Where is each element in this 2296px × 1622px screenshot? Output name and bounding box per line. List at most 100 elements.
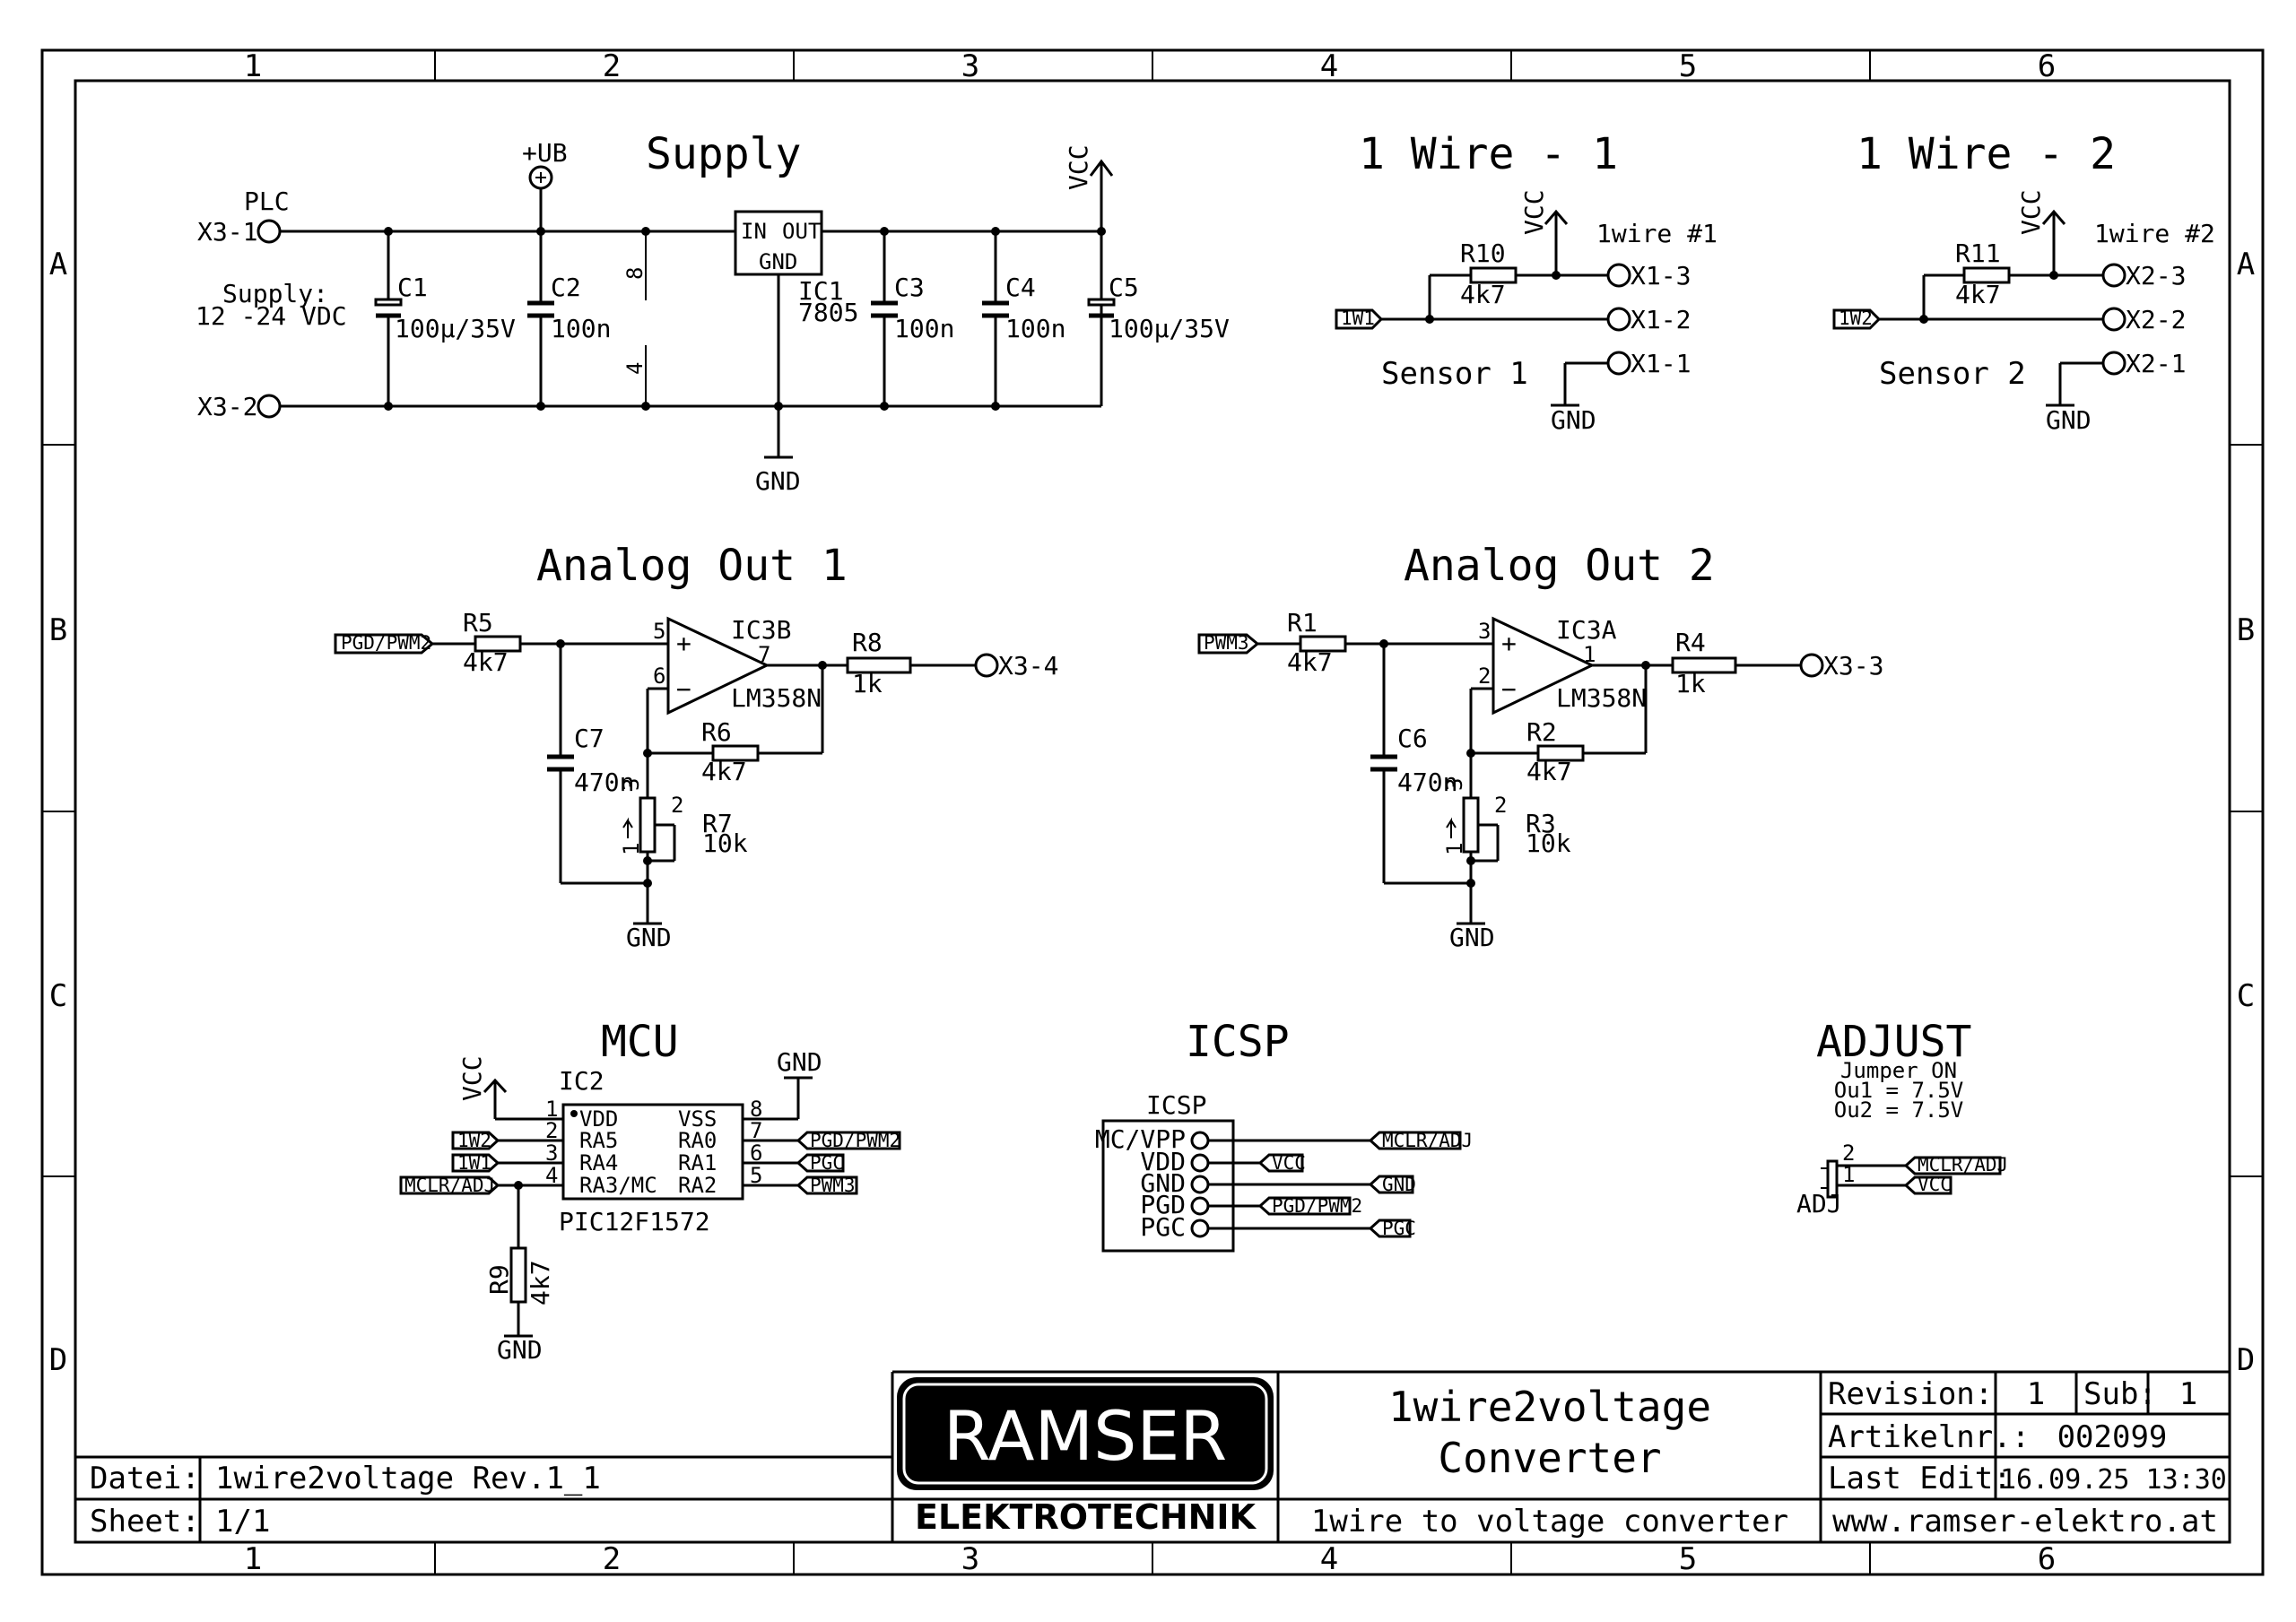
r10-name: R10 xyxy=(1460,239,1506,268)
row-label: C xyxy=(2237,978,2255,1014)
adjust-notes: Jumper ON Ou1 = 7.5V Ou2 = 7.5V xyxy=(1834,1058,1964,1123)
col-label: 5 xyxy=(1679,1541,1697,1577)
col-label: 3 xyxy=(961,1541,979,1577)
net-mclr-adj: MCLR/ADJ xyxy=(1918,1154,2008,1175)
ic2-pin-ra2: RA2 xyxy=(678,1173,717,1198)
ic3b-value: LM358N xyxy=(731,683,822,713)
frame-ticks xyxy=(42,50,2263,1574)
icsp-pin-vdd: VDD xyxy=(1140,1147,1186,1176)
ic2-chip xyxy=(561,1103,744,1201)
sub-value: 1 xyxy=(2179,1376,2197,1412)
adjust-ou1: Ou1 = 7.5V xyxy=(1834,1078,1964,1103)
c3-name: C3 xyxy=(894,273,925,302)
adjust-ou2: Ou2 = 7.5V xyxy=(1834,1097,1964,1123)
ic3b-pin-out: 7 xyxy=(758,642,770,667)
c7-value: 470n xyxy=(574,768,634,797)
ic1-pin-labels: IN OUT GND 8 4 xyxy=(622,219,821,375)
x1-3: X1-3 xyxy=(1631,261,1691,291)
wire2-vcc: VCC xyxy=(2016,189,2046,235)
col-label: 6 xyxy=(2038,48,2056,84)
r3-pin-1: 1 xyxy=(1442,843,1467,855)
pin-num: 8 xyxy=(750,1097,762,1122)
ic1-regulator xyxy=(734,210,823,276)
icsp-nets: MCLR/ADJ VCC GND PGD/PWM2 PGC xyxy=(1272,1130,1473,1239)
col-label: 1 xyxy=(244,48,262,84)
c1-value: 100µ/35V xyxy=(395,314,516,343)
c5-electrolytic-icon xyxy=(1087,298,1116,307)
c2-value: 100n xyxy=(551,314,611,343)
row-label: A xyxy=(2237,247,2255,282)
wire2-title: 1wire #2 xyxy=(2094,219,2215,248)
adjust-ref: ADJ xyxy=(1796,1189,1842,1219)
ic3b-name: IC3B xyxy=(731,615,791,645)
col-label: 5 xyxy=(1679,48,1697,84)
label-supply: Supply: xyxy=(222,279,328,308)
analog1-labels: R5 4k7 IC3B LM358N 5 6 7 R8 1k X3-4 C7 4… xyxy=(463,608,1058,952)
net-pgd-pwm2: PGD/PWM2 xyxy=(341,632,431,654)
r6-value: 4k7 xyxy=(701,757,747,786)
mcu-circuit xyxy=(399,1076,901,1338)
net-pgc: PGC xyxy=(1382,1218,1416,1239)
opamp-minus: − xyxy=(676,674,691,704)
label-plc: PLC xyxy=(244,186,290,216)
row-label: B xyxy=(2237,612,2255,648)
net-pwm3: PWM3 xyxy=(1204,632,1249,654)
r9-value: 4k7 xyxy=(526,1260,555,1305)
c6-value: 470n xyxy=(1397,768,1457,797)
r7-pin-1: 1 xyxy=(619,843,644,855)
sensor1: Sensor 1 xyxy=(1381,356,1528,392)
opamp-minus: − xyxy=(1501,674,1517,704)
c1-name: C1 xyxy=(397,273,428,302)
r9-gnd: GND xyxy=(497,1335,543,1365)
frame-row-labels: A B C D A B C D xyxy=(49,247,2255,1378)
icsp-label: ICSP xyxy=(1146,1090,1206,1120)
datei-value: 1wire2voltage Rev.1_1 xyxy=(215,1461,601,1496)
title-adjust: ADJUST xyxy=(1816,1017,1971,1067)
r2-value: 4k7 xyxy=(1526,757,1572,786)
col-label: 2 xyxy=(603,1541,621,1577)
label-x3-2: X3-2 xyxy=(197,392,257,421)
pin-num: 2 xyxy=(545,1118,558,1143)
net-1w1: 1W1 xyxy=(457,1152,491,1174)
row-label: D xyxy=(2237,1342,2255,1378)
x3-4: X3-4 xyxy=(998,651,1058,681)
net-vcc: VCC xyxy=(1272,1152,1306,1174)
x2-3: X2-3 xyxy=(2126,261,2186,291)
r8-name: R8 xyxy=(852,628,883,657)
c3-value: 100n xyxy=(894,314,954,343)
website: www.ramser-elektro.at xyxy=(1832,1504,2218,1540)
ic1-out: OUT xyxy=(782,219,821,244)
ic2-pin-ra3: RA3/MC xyxy=(579,1173,657,1198)
jumper-icon xyxy=(1826,1159,1839,1199)
r1-value: 4k7 xyxy=(1287,647,1333,677)
adjust-nets: MCLR/ADJ VCC xyxy=(1918,1154,2008,1195)
r8-value: 1k xyxy=(852,669,883,698)
sub-key: Sub: xyxy=(2083,1376,2157,1412)
terminal-x3-2-icon xyxy=(257,394,282,419)
adjust-pin-2: 2 xyxy=(1842,1141,1855,1166)
icsp-circuit xyxy=(1101,1119,1462,1253)
c4-value: 100n xyxy=(1005,314,1065,343)
mcu-vcc: VCC xyxy=(457,1055,487,1101)
wire2-gnd: GND xyxy=(2046,405,2092,435)
wire2-circuit xyxy=(1832,209,2126,407)
pin-num: 4 xyxy=(545,1163,558,1188)
pin-num: 6 xyxy=(750,1141,762,1166)
pin-num: 5 xyxy=(750,1163,762,1188)
net-1w2: 1W2 xyxy=(457,1130,491,1151)
icsp-pin-gnd: GND xyxy=(1140,1168,1186,1198)
ic1-value: 7805 xyxy=(798,298,858,327)
r7-name: R7 xyxy=(702,809,733,838)
net-pgd-pwm2: PGD/PWM2 xyxy=(1272,1195,1362,1217)
analog2-gnd: GND xyxy=(1449,923,1495,952)
title-wire2: 1 Wire - 2 xyxy=(1857,129,2116,179)
adjust-pin-1: 1 xyxy=(1842,1162,1855,1187)
r1-name: R1 xyxy=(1287,608,1318,638)
net-mclr-adj: MCLR/ADJ xyxy=(404,1175,495,1196)
net-pgc: PGC xyxy=(810,1152,844,1174)
ic3b-pin-plus: 5 xyxy=(653,619,665,644)
ic3b-pin-minus: 6 xyxy=(653,664,665,689)
opamp-plus: + xyxy=(1501,629,1517,658)
artikel-key: Artikelnr.: xyxy=(1828,1419,2030,1455)
r3-pin-3: 3 xyxy=(1442,778,1467,791)
